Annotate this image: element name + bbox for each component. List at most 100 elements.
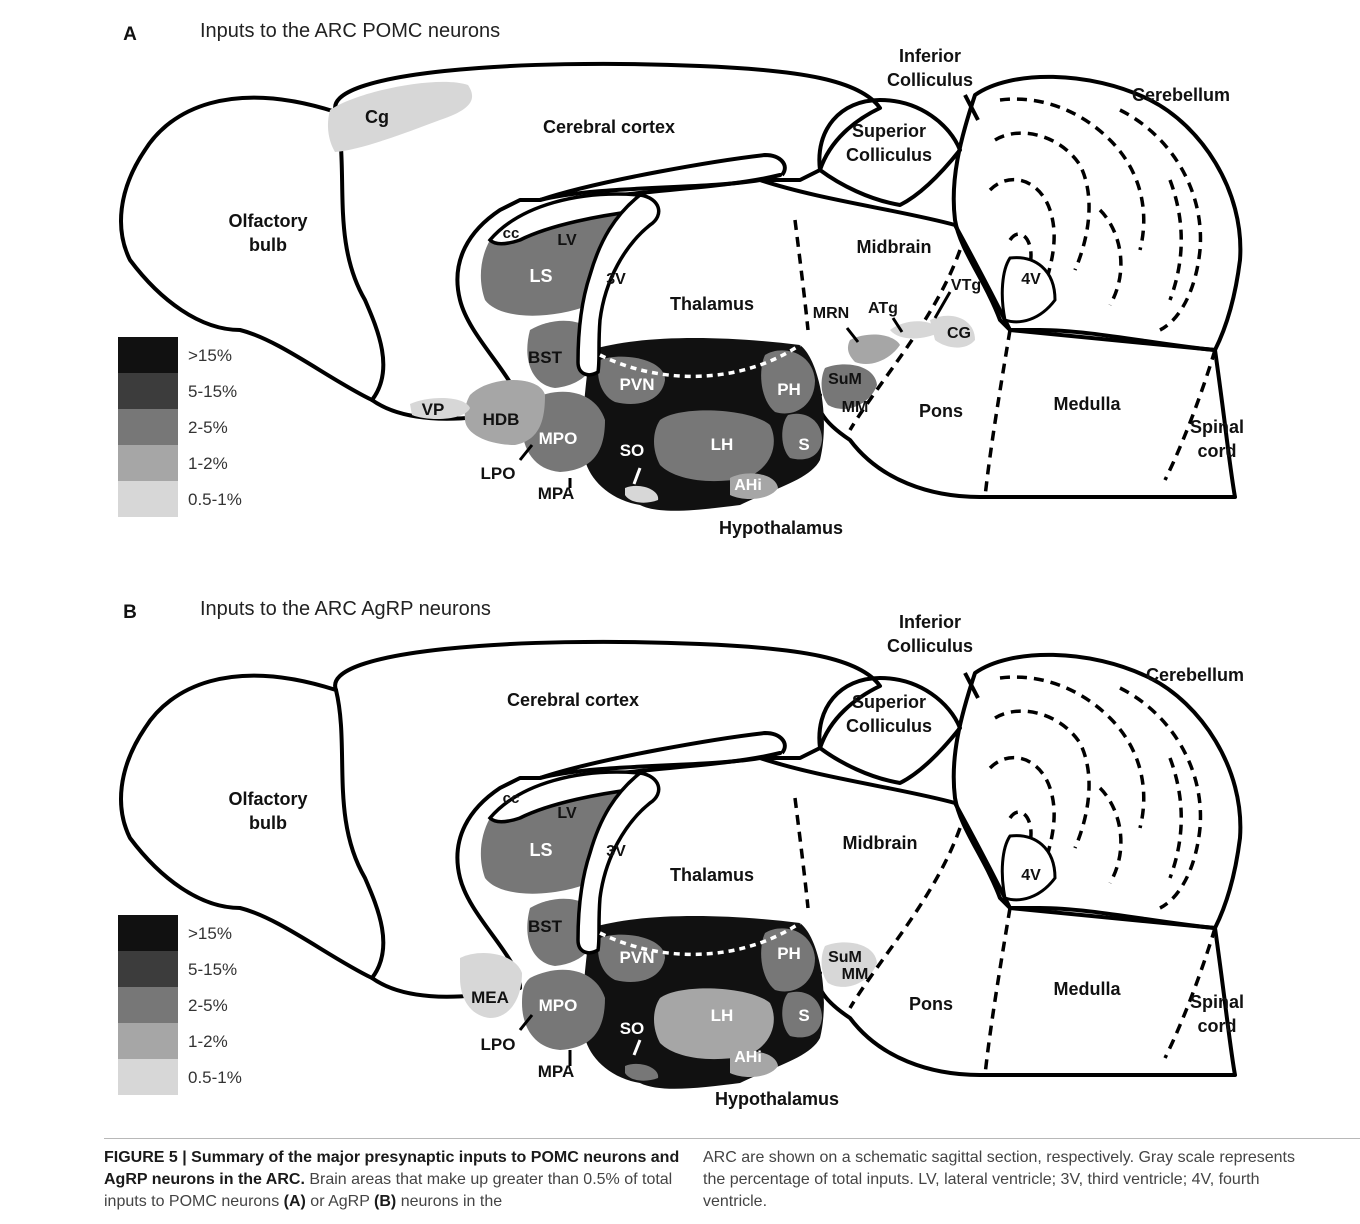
midbrain-label: Midbrain bbox=[857, 237, 932, 257]
pons-medulla-boundary bbox=[985, 908, 1010, 1075]
fourth-ventricle-label: 4V bbox=[1021, 867, 1041, 884]
cerebral-cortex-label: Cerebral cortex bbox=[543, 117, 675, 137]
cerebral-cortex-label: Cerebral cortex bbox=[507, 690, 639, 710]
legend-swatch bbox=[118, 337, 178, 373]
caption-ref-b: (B) bbox=[374, 1193, 396, 1210]
legend-swatch bbox=[118, 1023, 178, 1059]
mpo-label: MPO bbox=[539, 996, 578, 1015]
spinal-cord-label: Spinal bbox=[1190, 417, 1244, 437]
mm-label: MM bbox=[842, 399, 869, 416]
lh-label: LH bbox=[711, 435, 734, 454]
thalamus-label: Thalamus bbox=[670, 294, 754, 314]
hypothalamus-label: Hypothalamus bbox=[715, 1089, 839, 1109]
bst-label: BST bbox=[528, 348, 563, 367]
superior-colliculus-label: Superior bbox=[852, 692, 926, 712]
pons-label: Pons bbox=[909, 994, 953, 1014]
legend-label: 2-5% bbox=[188, 418, 228, 437]
mrn-label: MRN bbox=[813, 305, 849, 322]
legend-label: 5-15% bbox=[188, 382, 237, 401]
legend-swatch bbox=[118, 1059, 178, 1095]
hdb-label: HDB bbox=[483, 410, 520, 429]
pvn-label: PVN bbox=[620, 948, 655, 967]
olfactory-bulb-label: Olfactory bbox=[228, 789, 307, 809]
sum-label: SuM bbox=[828, 371, 862, 388]
atg-label: ATg bbox=[868, 300, 898, 317]
legend-swatch bbox=[118, 951, 178, 987]
midbrain-label: Midbrain bbox=[843, 833, 918, 853]
inferior-colliculus-label: Inferior bbox=[899, 612, 961, 632]
legend-swatch bbox=[118, 987, 178, 1023]
cerebellum-outline bbox=[954, 655, 1241, 928]
pons-medulla-boundary bbox=[985, 330, 1010, 497]
cerebellum-folium bbox=[1000, 677, 1144, 828]
caption-text-3-start: neurons in the bbox=[396, 1193, 502, 1210]
lpo-label: LPO bbox=[481, 1035, 516, 1054]
ph-label: PH bbox=[777, 944, 801, 963]
legend-label: 0.5-1% bbox=[188, 490, 242, 509]
legend-label: >15% bbox=[188, 346, 232, 365]
inferior-colliculus-label: Colliculus bbox=[887, 70, 973, 90]
caption-text-3-end: ARC are shown on a schematic sagittal se… bbox=[703, 1149, 1295, 1210]
inferior-colliculus-label: Inferior bbox=[899, 46, 961, 66]
mea-region bbox=[460, 953, 522, 1018]
legend-swatch bbox=[118, 445, 178, 481]
olfactory-boundary bbox=[336, 112, 383, 400]
cerebellum-folium bbox=[1100, 788, 1121, 883]
cerebellum-folium bbox=[1170, 180, 1181, 300]
lv-label: LV bbox=[557, 805, 577, 822]
olfactory-bulb-label: bulb bbox=[249, 235, 287, 255]
fourth-ventricle-label: 4V bbox=[1021, 271, 1041, 288]
central-gray-label: CG bbox=[947, 325, 971, 342]
s-label: S bbox=[798, 1006, 809, 1025]
legend-label: 2-5% bbox=[188, 996, 228, 1015]
caption-text-2: or AgRP bbox=[306, 1193, 374, 1210]
sum-label: SuM bbox=[828, 949, 862, 966]
medulla-label: Medulla bbox=[1053, 394, 1121, 414]
olfactory-boundary bbox=[336, 690, 383, 978]
superior-colliculus-label: Colliculus bbox=[846, 145, 932, 165]
cerebellum-folium bbox=[995, 133, 1089, 270]
medulla-label: Medulla bbox=[1053, 979, 1121, 999]
cerebellum-outline bbox=[954, 77, 1241, 350]
cerebellum-folium bbox=[995, 711, 1089, 848]
cc-label: cc bbox=[503, 225, 520, 242]
pons-label: Pons bbox=[919, 401, 963, 421]
inferior-colliculus-label: Colliculus bbox=[887, 636, 973, 656]
thalamus-label: Thalamus bbox=[670, 865, 754, 885]
spinal-cord-label: Spinal bbox=[1190, 992, 1244, 1012]
cg-label: Cg bbox=[365, 107, 389, 127]
thalamus-midbrain-boundary bbox=[795, 220, 808, 330]
spinal-cord-label: cord bbox=[1197, 441, 1236, 461]
hypothalamus-label: Hypothalamus bbox=[719, 518, 843, 538]
panel-letter: A bbox=[123, 24, 137, 45]
mpo-label: MPO bbox=[539, 429, 578, 448]
cerebellum-folium bbox=[1000, 99, 1144, 250]
panel-letter: B bbox=[123, 602, 137, 623]
fourth-ventricle-shape bbox=[1002, 258, 1055, 322]
cerebellum-label: Cerebellum bbox=[1146, 665, 1244, 685]
legend-swatch bbox=[118, 481, 178, 517]
olfactory-bulb-label: bulb bbox=[249, 813, 287, 833]
third-ventricle-label: 3V bbox=[606, 271, 626, 288]
s-label: S bbox=[798, 435, 809, 454]
spinal-cord-label: cord bbox=[1197, 1016, 1236, 1036]
vtg-label: VTg bbox=[951, 277, 981, 294]
cc-label: cc bbox=[503, 790, 520, 807]
legend-label: >15% bbox=[188, 924, 232, 943]
cerebellum-label: Cerebellum bbox=[1132, 85, 1230, 105]
figure-caption-right: ARC are shown on a schematic sagittal se… bbox=[703, 1147, 1303, 1213]
legend-swatch bbox=[118, 409, 178, 445]
superior-colliculus-label: Superior bbox=[852, 121, 926, 141]
legend-label: 1-2% bbox=[188, 454, 228, 473]
olfactory-bulb-label: Olfactory bbox=[228, 211, 307, 231]
brainstem-outline bbox=[760, 180, 1235, 497]
lpo-label: LPO bbox=[481, 464, 516, 483]
cerebellum-folium bbox=[1100, 210, 1121, 305]
ph-label: PH bbox=[777, 380, 801, 399]
ahi-label: AHi bbox=[734, 477, 762, 494]
superior-colliculus-label: Colliculus bbox=[846, 716, 932, 736]
lv-label: LV bbox=[557, 232, 577, 249]
ls-label: LS bbox=[529, 266, 552, 286]
